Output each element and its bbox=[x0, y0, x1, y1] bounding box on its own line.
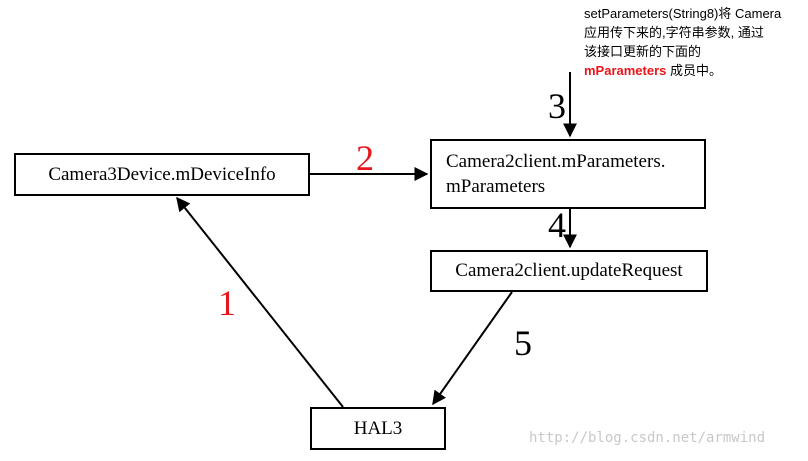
node-label: Camera3Device.mDeviceInfo bbox=[48, 164, 276, 185]
node-label-line1: Camera2client.mParameters. bbox=[446, 151, 666, 172]
arrow-hal-to-device bbox=[176, 196, 344, 408]
step-1-label: 1 bbox=[218, 283, 236, 323]
note-line-4: mParameters 成员中。 bbox=[584, 61, 808, 80]
note-line-2: 应用传下来的,字符串参数, 通过 bbox=[584, 25, 764, 40]
step-5-label: 5 bbox=[514, 323, 532, 363]
watermark: http://blog.csdn.net/armwind bbox=[529, 430, 766, 446]
step-4-label: 4 bbox=[548, 205, 566, 245]
node-label: HAL3 bbox=[353, 418, 403, 439]
note-line-4-rest: 成员中。 bbox=[666, 63, 723, 78]
node-camera2client-updaterequest: Camera2client.updateRequest bbox=[430, 250, 708, 292]
note-line-1: setParameters(String8)将 Camera bbox=[584, 6, 782, 21]
note-line-3: 该接口更新的下面的 bbox=[584, 44, 702, 59]
node-label-line2: mParameters bbox=[446, 176, 546, 197]
node-camera2client-mparameters: Camera2client.mParameters. mParameters bbox=[430, 139, 706, 209]
step-3-label: 3 bbox=[548, 86, 566, 126]
node-camera3device-mdeviceinfo: Camera3Device.mDeviceInfo bbox=[14, 153, 310, 196]
annotation-note: setParameters(String8)将 Camera 应用传下来的,字符… bbox=[584, 4, 808, 80]
arrow-update-to-hal bbox=[432, 291, 513, 406]
node-label: Camera2client.updateRequest bbox=[455, 260, 683, 281]
note-highlight: mParameters bbox=[584, 63, 667, 78]
step-2-label: 2 bbox=[356, 138, 374, 178]
node-hal3: HAL3 bbox=[310, 407, 446, 450]
